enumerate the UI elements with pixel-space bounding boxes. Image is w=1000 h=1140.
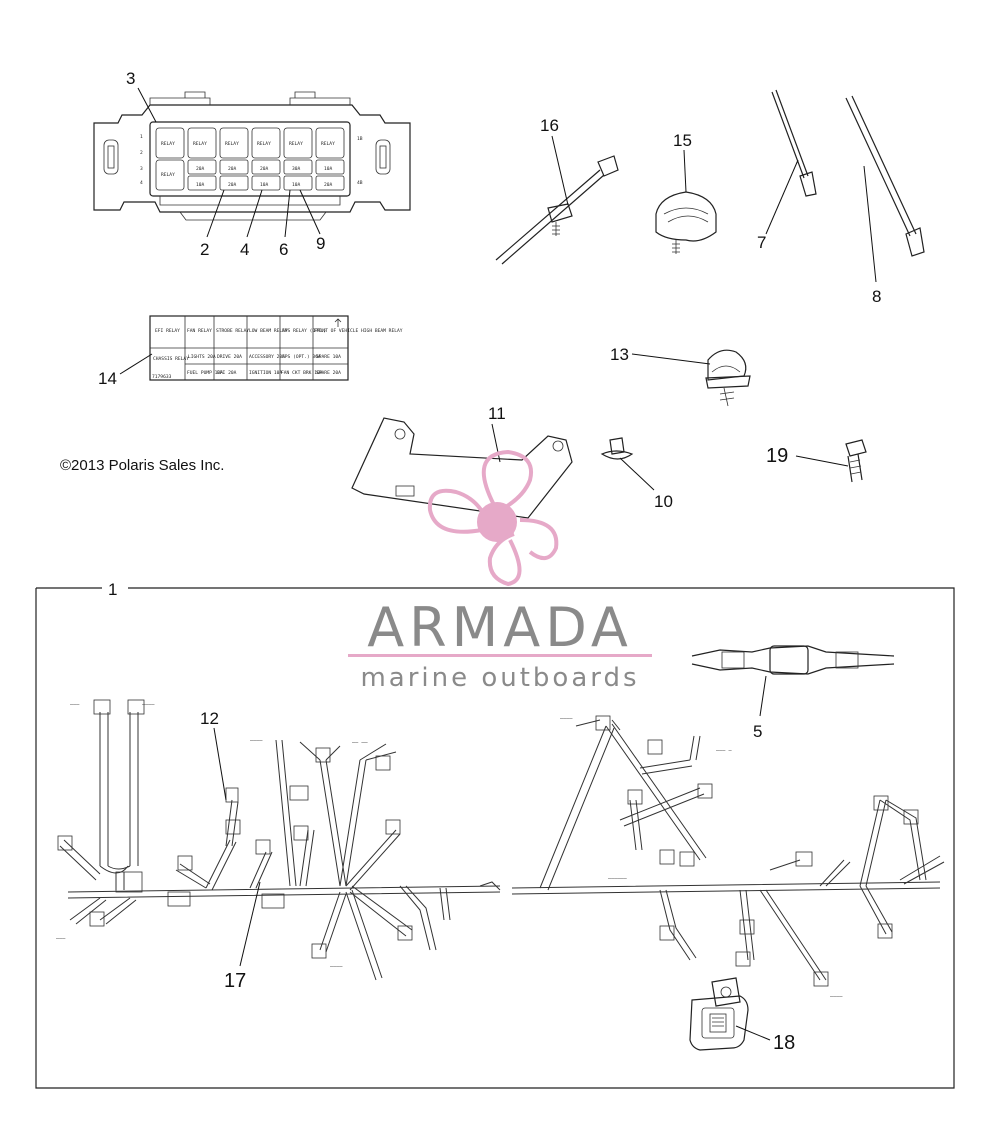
svg-text:——————: —————— xyxy=(608,876,628,882)
screw-10: 10 xyxy=(600,437,673,511)
fuse-cell-label: RELAY xyxy=(161,141,175,147)
callout-3: 3 xyxy=(126,69,135,88)
decal-cell: STROBE RELAY xyxy=(216,328,249,334)
callout-8: 8 xyxy=(872,287,881,306)
svg-text:————: ———— xyxy=(560,716,573,722)
callout-9: 9 xyxy=(316,234,325,253)
decal-cell: IGNITION 10A xyxy=(249,370,282,376)
fuse-row-number: 1 xyxy=(140,134,143,140)
callout-19: 19 xyxy=(766,445,788,467)
fuse-cell-label: RELAY xyxy=(161,172,175,178)
fuse-cell-label: 20A xyxy=(260,166,269,172)
cable-tie-8: 8 xyxy=(845,95,925,306)
fuse-cell-label: 20A xyxy=(228,182,237,188)
decal-cell: FRONT OF VEHICLE HIGH BEAM RELAY xyxy=(314,328,403,334)
fuse-cell-label: 10A xyxy=(292,182,301,188)
svg-text:————: ———— xyxy=(330,964,343,970)
watermark-rule xyxy=(348,654,652,657)
fuse-row-3: 10A 20A 10A 10A 20A xyxy=(187,175,345,191)
decal-cell: FAN CKT BRK 10A xyxy=(281,370,323,376)
decal-cell: EPS (OPT.) 30A xyxy=(282,354,321,360)
svg-text:———: ——— xyxy=(56,936,66,942)
watermark-tagline: marine outboards xyxy=(360,663,639,693)
callout-15: 15 xyxy=(673,131,692,150)
decal-cell: ACCESSORY 20A xyxy=(249,354,285,360)
fuse-cell-label: RELAY xyxy=(321,141,335,147)
fuse-cell-label: 10A xyxy=(196,182,205,188)
callout-6: 6 xyxy=(279,240,288,259)
armada-watermark: ARMADA marine outboards xyxy=(348,449,652,693)
fuse-cell-label: 10A xyxy=(324,166,333,172)
callout-11: 11 xyxy=(488,404,506,423)
decal-cell: LIGHTS 20A xyxy=(188,354,216,360)
svg-text:————: ———— xyxy=(830,994,843,1000)
connector-18: 18 xyxy=(689,977,795,1054)
callout-2: 2 xyxy=(200,240,209,259)
clip-13: 13 xyxy=(610,345,751,407)
watermark-brand: ARMADA xyxy=(367,596,633,659)
svg-text:———: ——— xyxy=(70,702,80,708)
fuse-cell-label: 20A xyxy=(324,182,333,188)
callout-5: 5 xyxy=(753,722,762,741)
decal-cell: EFI 20A xyxy=(217,370,237,376)
fuse-cell-label: RELAY xyxy=(289,141,303,147)
decal-cell: EFI RELAY xyxy=(155,328,180,334)
fuse-cell-label: 20A xyxy=(196,166,205,172)
fuse-row-number: 4 xyxy=(140,180,143,186)
fuse-cell-label: RELAY xyxy=(225,141,239,147)
fuse-row-number: 2 xyxy=(140,150,143,156)
callout-7: 7 xyxy=(757,233,766,252)
fuse-cell-label: RELAY xyxy=(257,141,271,147)
decal-cell: FAN RELAY xyxy=(187,328,212,334)
jumper-harness-5: 5 xyxy=(691,645,895,741)
callout-10: 10 xyxy=(654,492,673,511)
relay-row-1: RELAY RELAY RELAY RELAY RELAY RELAY xyxy=(155,127,345,159)
main-harness-17: ——— ———— ———— —— —— ——— ———— 12 17 xyxy=(56,699,501,992)
fuse-row-number: 3 xyxy=(140,166,143,172)
chassis-harness: ———— ——— — —————— ———— xyxy=(511,715,945,1000)
fuse-side-code: 1B xyxy=(357,136,363,142)
decal-cell: SPARE 20A xyxy=(316,370,341,376)
fuse-cell-label: 20A xyxy=(228,166,237,172)
fuse-cell-label: 10A xyxy=(260,182,269,188)
propeller-logo-icon xyxy=(427,449,559,587)
decal-cell: LOW BEAM RELAY xyxy=(249,328,288,334)
callout-13: 13 xyxy=(610,345,629,364)
clip-15: 15 xyxy=(655,131,717,254)
svg-text:————: ———— xyxy=(142,702,155,708)
bracket-11: 11 xyxy=(351,404,573,519)
decal-part-number: 7179633 xyxy=(152,374,172,380)
fuse-decal: EFI RELAY FAN RELAY STROBE RELAY LOW BEA… xyxy=(98,315,403,388)
cable-tie-7: 7 xyxy=(757,89,817,252)
decal-cell: EPS RELAY (OPT.) xyxy=(282,328,326,334)
callout-17: 17 xyxy=(224,970,246,992)
copyright-notice: ©2013 Polaris Sales Inc. xyxy=(60,457,224,474)
fuse-side-code: 4B xyxy=(357,180,363,186)
callout-1: 1 xyxy=(108,580,117,599)
decal-cell: DRIVE 20A xyxy=(217,354,242,360)
callout-12: 12 xyxy=(200,709,219,728)
callout-18: 18 xyxy=(773,1032,795,1054)
callout-16: 16 xyxy=(540,116,559,135)
svg-text:————: ———— xyxy=(250,738,263,744)
fuse-row-2: RELAY 20A 20A 20A 30A 10A xyxy=(155,159,345,191)
fuse-cell-label: RELAY xyxy=(193,141,207,147)
decal-cell: FUEL PUMP 10A xyxy=(187,370,223,376)
svg-text:—— ——: —— —— xyxy=(352,740,368,746)
harness-kit-frame: 1 xyxy=(35,580,955,1089)
fuse-cell-label: 30A xyxy=(292,166,301,172)
cable-tie-16: 16 xyxy=(495,116,619,265)
bolt-19: 19 xyxy=(766,439,867,483)
svg-text:——— —: ——— — xyxy=(716,748,732,754)
callout-14: 14 xyxy=(98,369,117,388)
decal-cell: SPARE 10A xyxy=(316,354,341,360)
callout-4: 4 xyxy=(240,240,249,259)
fuse-box-assembly: 1 2 3 4 1B 4B RELAY RELAY RELAY RELAY RE… xyxy=(93,69,411,259)
decal-cell: CHASSIS RELAY xyxy=(153,356,189,362)
